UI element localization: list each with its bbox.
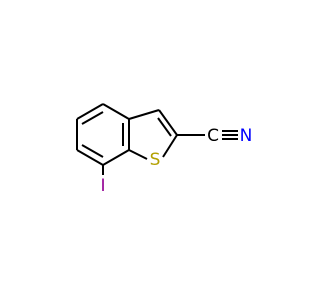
bond-c3-c2: [158, 109, 178, 136]
sulfur-atom-label: S: [150, 150, 161, 170]
bond-c6-c7-inner: [81, 144, 104, 158]
bond-c6-c7: [76, 149, 104, 166]
bond-s-c7a: [128, 149, 148, 160]
nitrile-carbon-label: C: [207, 126, 219, 146]
nitrile-group: [177, 130, 238, 140]
bond-c2-s: [162, 134, 178, 158]
bond-c7-c7a: [102, 149, 130, 166]
bond-c4-c5: [76, 103, 104, 120]
bond-c4-c5-inner: [81, 111, 104, 125]
structure-canvas: S I C N: [76, 103, 253, 196]
benzene-ring: [76, 103, 130, 166]
bond-c3-c2-inner: [157, 117, 172, 137]
nitrile-nitrogen-label: N: [240, 126, 253, 146]
iodine-atom-label: I: [100, 176, 105, 196]
bond-c3a-c4: [102, 103, 130, 120]
thiophene-ring: [128, 109, 178, 160]
molecule-drawing: S I C N: [76, 103, 253, 196]
bond-c3a-c3: [128, 109, 160, 120]
